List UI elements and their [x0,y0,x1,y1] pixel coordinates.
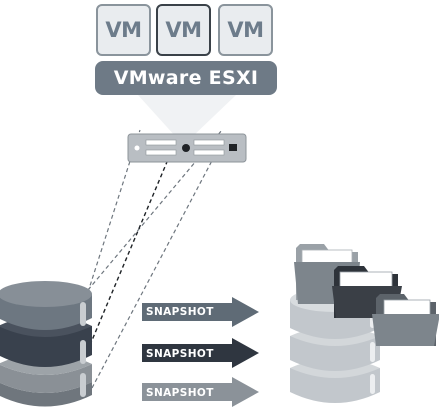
snapshot-label-2: SNAPSHOT [146,348,214,360]
folder-gray-icon [372,294,439,346]
hypervisor-text: VMware ESXI [113,67,259,89]
vm-label: VM [105,18,142,42]
source-database [0,281,92,407]
snapshot-label-1: SNAPSHOT [146,306,214,318]
vm-box-1: VM [96,4,151,56]
vm-box-3: VM [218,4,273,56]
link-line-3 [89,149,173,346]
vm-box-2: VM [156,4,211,56]
server-icon [127,133,247,163]
vm-label: VM [165,18,202,42]
hypervisor-label: VMware ESXI [95,61,277,95]
light-cone [138,95,236,137]
snapshot-arrow-3 [142,377,259,407]
vm-label: VM [227,18,264,42]
snapshot-arrow-1 [142,297,259,327]
link-line-4 [91,154,216,389]
snapshot-arrows [142,297,259,407]
snapshot-arrow-2 [142,338,259,368]
snapshot-label-3: SNAPSHOT [146,387,214,399]
